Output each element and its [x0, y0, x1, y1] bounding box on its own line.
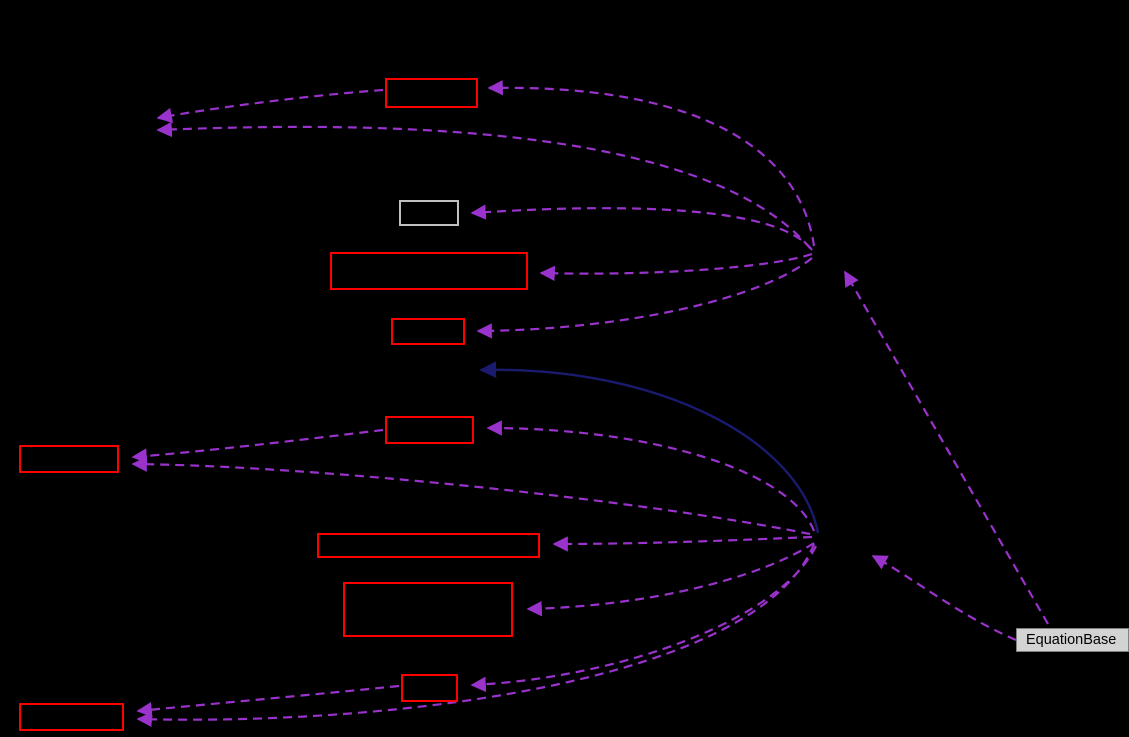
node-box-1[interactable] — [385, 78, 478, 108]
node-box-3[interactable] — [330, 252, 528, 290]
edge-lower-hub-to-node-10 — [136, 543, 816, 728]
edge-lower-hub-to-node-7 — [552, 535, 813, 552]
node-box-6[interactable] — [19, 445, 119, 473]
edge-upper-hub-to-node-1 — [487, 80, 816, 247]
edge-upper-hub-to-node-3 — [539, 252, 813, 282]
edge-root-to-upper-hub — [844, 270, 1049, 625]
node-box-9[interactable] — [401, 674, 458, 702]
edge-lower-hub-to-node-5 — [486, 420, 816, 532]
node-box-5[interactable] — [385, 416, 474, 444]
edge-lower-hub-to-node-6 — [131, 456, 811, 536]
edge-lower-hub-to-node-5-usage — [479, 361, 820, 534]
edge-upper-hub-to-node-4 — [476, 257, 813, 339]
edge-upper-hub-to-node-2 — [470, 204, 813, 251]
node-box-7[interactable] — [317, 533, 540, 558]
edge-node-5-to-node-6 — [131, 428, 384, 464]
node-box-8[interactable] — [343, 582, 513, 637]
edge-node-9-to-node-10 — [136, 684, 400, 718]
node-box-equationbase[interactable]: EquationBase — [1016, 628, 1129, 652]
node-label-equationbase: EquationBase — [1026, 631, 1117, 648]
node-box-4[interactable] — [391, 318, 465, 345]
edge-upper-hub-to-arrowcluster-b — [156, 121, 811, 249]
edge-node-1-to-arrowcluster-a — [156, 88, 384, 123]
node-box-10[interactable] — [19, 703, 124, 731]
edge-lower-hub-to-node-9 — [470, 545, 817, 693]
edge-lower-hub-to-node-8 — [526, 542, 815, 617]
node-box-2[interactable] — [399, 200, 459, 226]
edge-root-to-lower-hub — [871, 555, 1017, 642]
